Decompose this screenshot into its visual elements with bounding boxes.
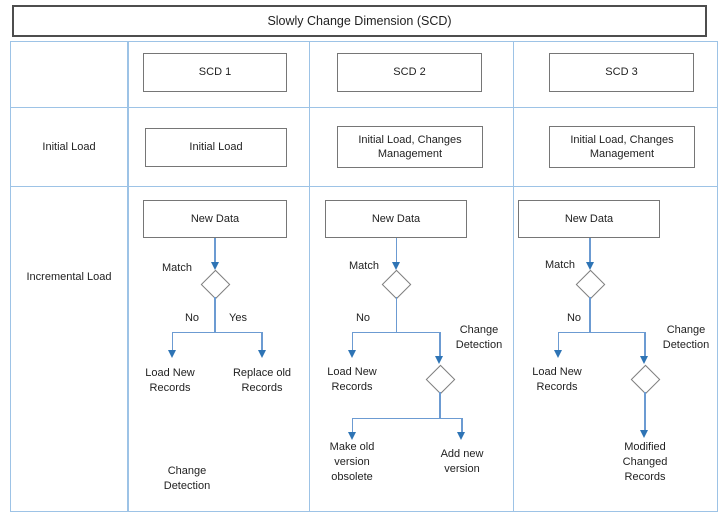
- scd2-add-new-line: [461, 417, 463, 434]
- scd3-no-label: No: [566, 312, 582, 324]
- scd2-make-old-line: [351, 417, 353, 434]
- scd3-connector-top: [589, 238, 591, 264]
- diagram-title: Slowly Change Dimension (SCD): [12, 5, 707, 37]
- scd1-yes-label: Yes: [229, 312, 247, 324]
- scd1-match-label: Match: [162, 262, 192, 274]
- scd2-match-label: Match: [349, 260, 379, 272]
- scd3-initial-load-box: Initial Load, Changes Management: [549, 126, 695, 168]
- scd3-change-detection-label: Change Detection: [662, 324, 710, 351]
- scd2-add-new-version-label: Add new version: [440, 448, 484, 475]
- scd3-connector-to-result: [644, 392, 646, 432]
- scd3-result-arrow-icon: [640, 430, 649, 438]
- scd3-change-detection-line: [644, 331, 646, 358]
- scd1-replace-old-records-label: Replace old Records: [232, 367, 292, 394]
- scd3-new-data-box: New Data: [518, 200, 660, 238]
- scd1-yes-branch-line: [261, 331, 263, 352]
- scd1-no-branch-line: [171, 331, 173, 352]
- scd3-arrow-into-diamond2-icon: [640, 356, 649, 364]
- scd1-change-detection-label: Change Detection: [163, 465, 211, 492]
- scd1-no-arrow-icon: [167, 350, 176, 358]
- scd2-change-detection-label: Change Detection: [455, 324, 503, 351]
- scd2-no-arrow-icon: [347, 350, 356, 358]
- scd1-no-label: No: [184, 312, 200, 324]
- grid-vline-scd1-scd2: [308, 41, 310, 511]
- scd3-no-branch-line: [557, 331, 559, 352]
- scd2-make-old-arrow-icon: [347, 432, 356, 440]
- scd1-connector-top: [214, 238, 216, 264]
- scd2-arrow-into-diamond-icon: [392, 262, 400, 270]
- scd3-load-new-records-label: Load New Records: [532, 366, 582, 393]
- scd2-new-data-box: New Data: [325, 200, 467, 238]
- scd2-bottom-hline: [351, 417, 463, 419]
- scd1-load-new-records-label: Load New Records: [145, 367, 195, 394]
- scd3-no-arrow-icon: [553, 350, 562, 358]
- scd2-no-branch-line: [351, 331, 353, 352]
- scd2-no-label: No: [355, 312, 371, 324]
- scd2-initial-load-box: Initial Load, Changes Management: [337, 126, 483, 168]
- grid-hline-header-row: [10, 106, 718, 108]
- scd1-header-box: SCD 1: [143, 53, 287, 92]
- scd3-header-box: SCD 3: [549, 53, 694, 92]
- row-label-initial-load: Initial Load: [42, 141, 96, 153]
- scd2-arrow-into-diamond2-icon: [435, 356, 444, 364]
- scd3-arrow-into-diamond-icon: [585, 262, 594, 270]
- scd2-connector-below-diamond: [395, 297, 398, 333]
- scd2-add-new-arrow-icon: [457, 432, 466, 440]
- scd3-modified-changed-label: Modified Changed Records: [622, 441, 668, 483]
- scd2-make-old-version-label: Make old version obsolete: [329, 441, 375, 483]
- scd2-load-new-records-label: Load New Records: [327, 366, 377, 393]
- scd3-branch-hline: [557, 331, 646, 333]
- grid-vline-labels: [127, 41, 129, 511]
- scd2-change-detection-line: [439, 331, 441, 358]
- scd2-connector-below-diamond2: [439, 392, 441, 419]
- scd2-connector-top: [395, 238, 398, 264]
- table-grid-border: [10, 41, 718, 512]
- scd2-header-box: SCD 2: [337, 53, 482, 92]
- row-label-incremental-load: Incremental Load: [26, 271, 112, 283]
- scd3-connector-below-diamond: [589, 297, 591, 333]
- scd1-connector-below-diamond: [214, 297, 216, 333]
- scd1-branch-hline: [171, 331, 263, 333]
- scd1-arrow-into-diamond-icon: [210, 262, 219, 270]
- grid-vline-scd2-scd3: [512, 41, 514, 511]
- scd1-initial-load-box: Initial Load: [145, 128, 287, 167]
- scd1-new-data-box: New Data: [143, 200, 287, 238]
- scd2-branch-hline: [351, 331, 441, 333]
- scd1-yes-arrow-icon: [257, 350, 266, 358]
- scd3-match-label: Match: [545, 259, 575, 271]
- grid-hline-initial-row: [10, 185, 718, 187]
